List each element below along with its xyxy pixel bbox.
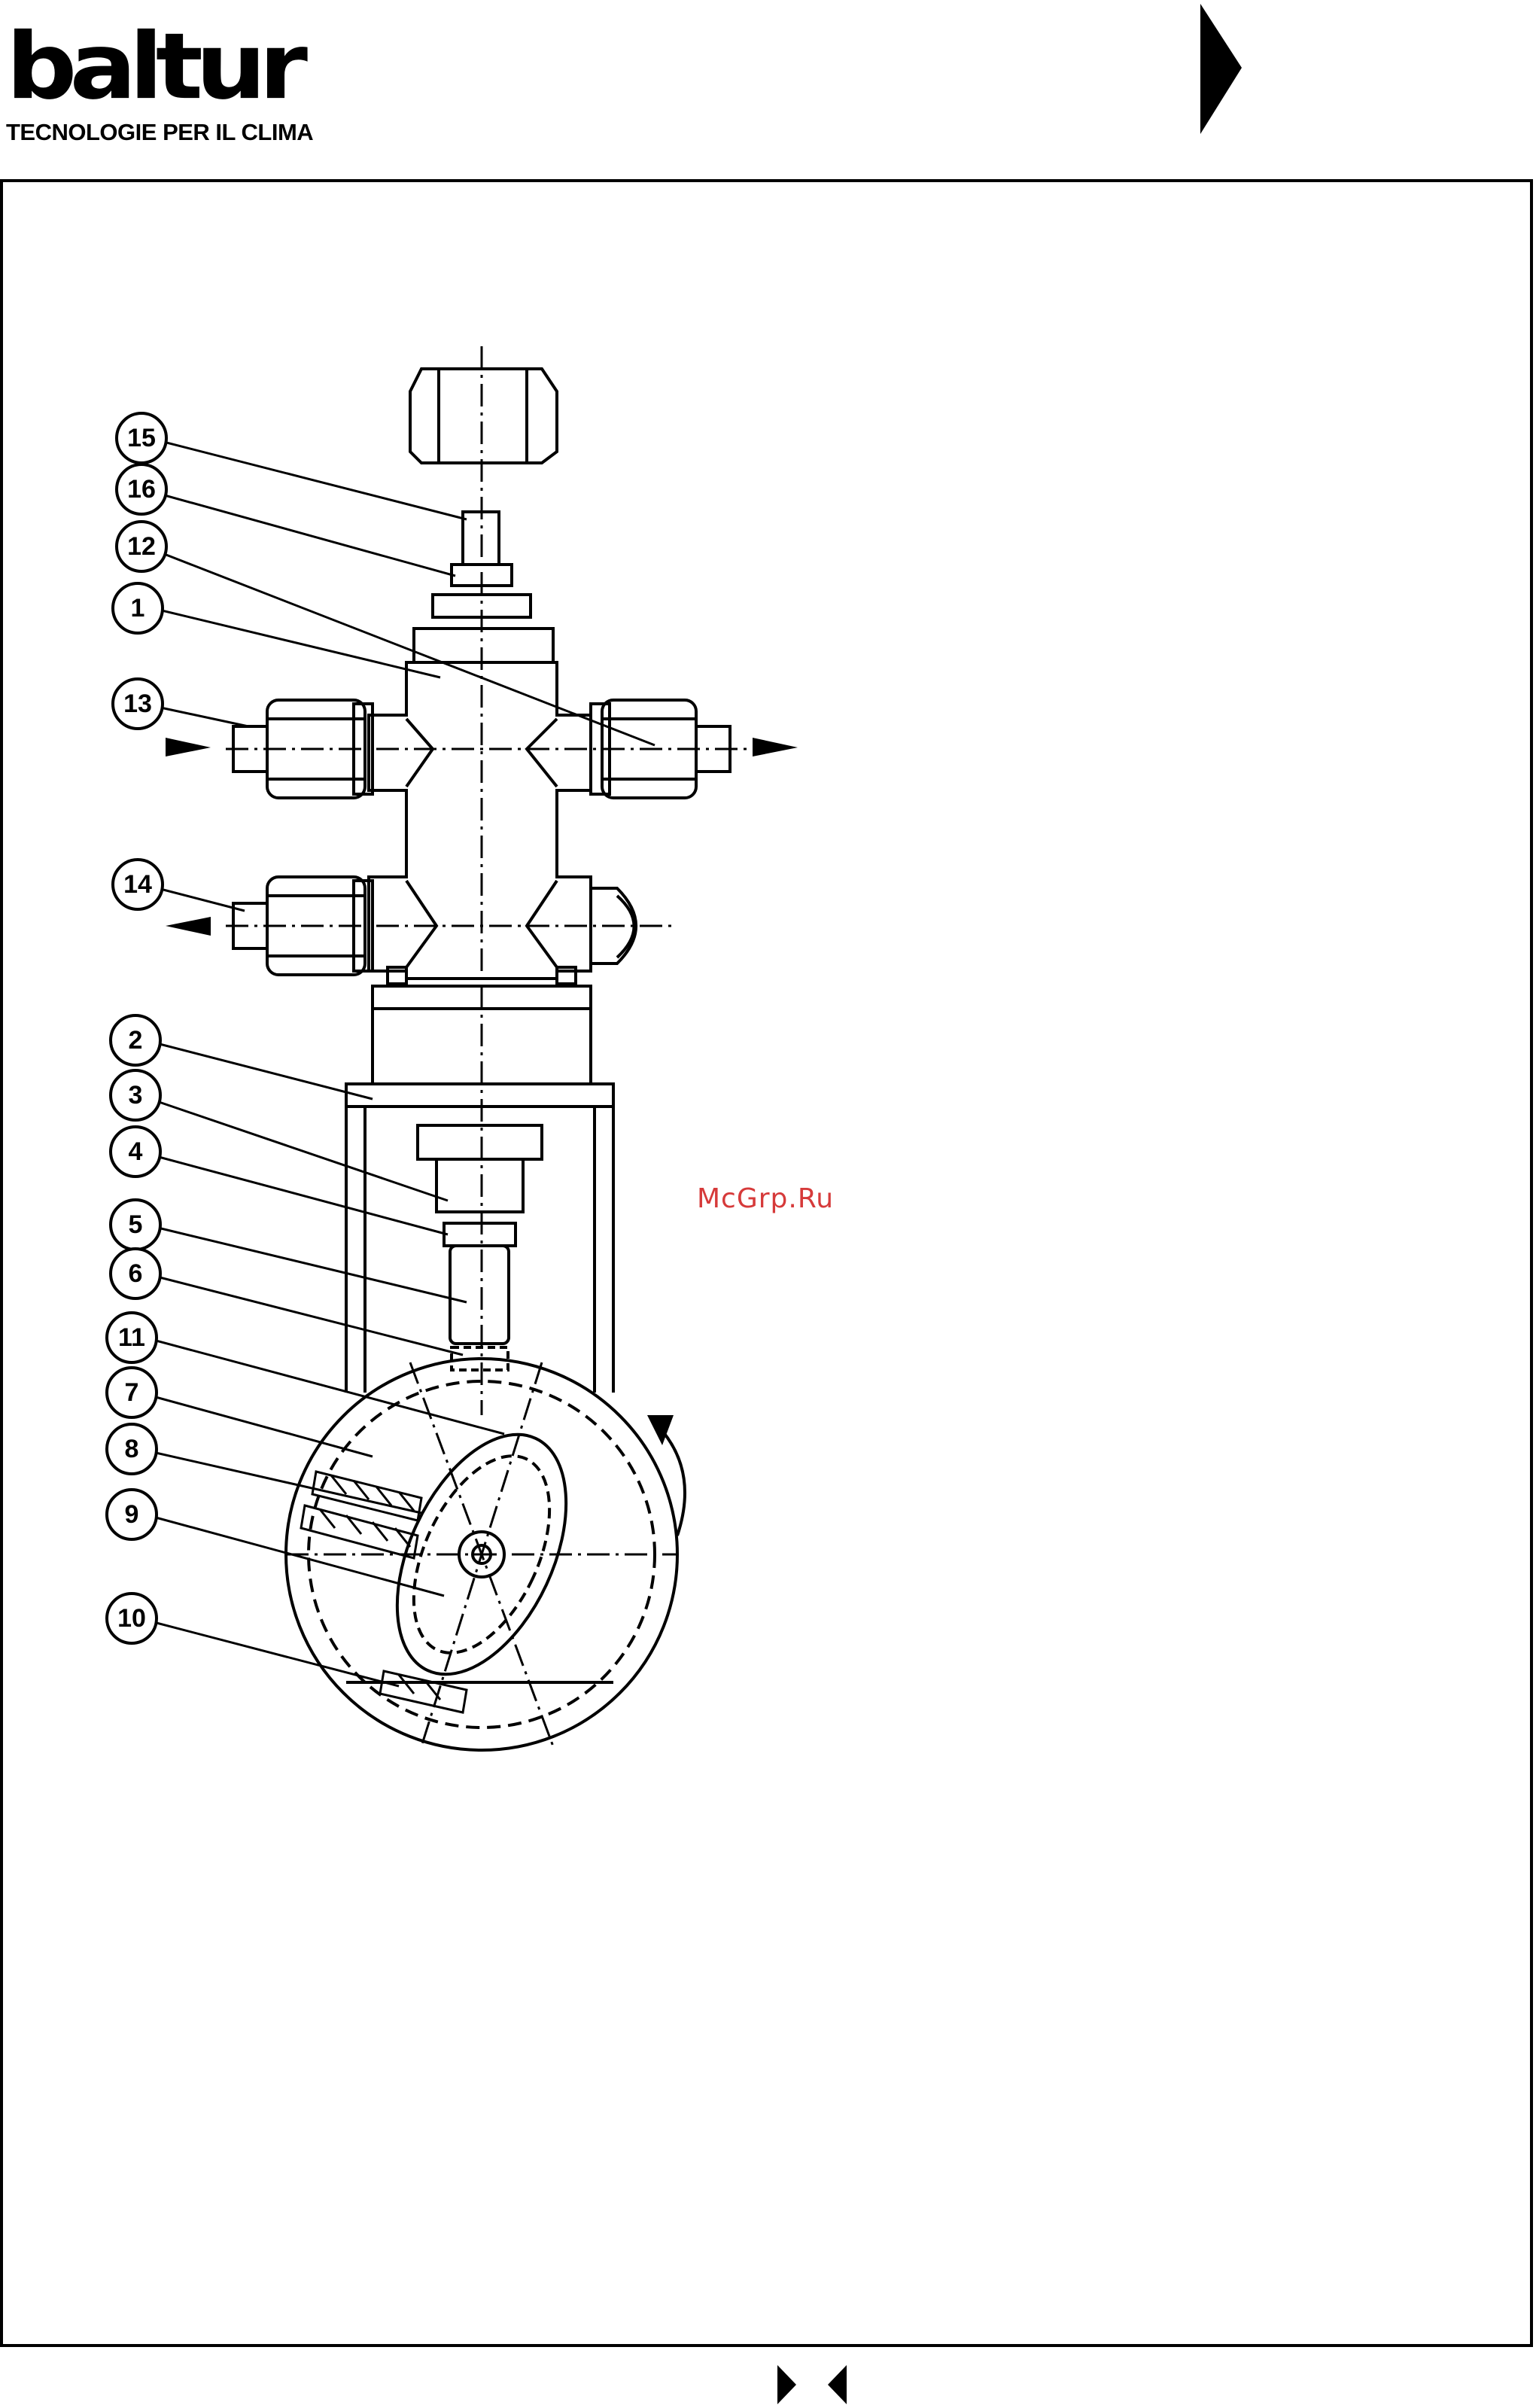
callout-10: 10 [117,1604,146,1633]
callout-16: 16 [127,475,156,504]
callout-14: 14 [123,870,152,899]
callout-15: 15 [127,424,156,452]
callout-7: 7 [125,1378,139,1407]
callout-3: 3 [129,1081,143,1110]
callout-5: 5 [129,1210,143,1239]
callout-8: 8 [125,1435,139,1463]
callout-6: 6 [129,1259,143,1288]
callout-9: 9 [125,1500,139,1529]
callout-4: 4 [129,1137,143,1166]
callout-11: 11 [118,1323,145,1352]
bowtie-triangles-icon [777,2365,847,2404]
callout-2: 2 [129,1026,143,1055]
leader-lines [139,437,655,1686]
pump-body [226,346,790,1750]
callout-1: 1 [131,594,145,623]
right-triangle-marker-icon [1200,4,1242,134]
callout-12: 12 [127,532,156,561]
callout-13: 13 [123,690,152,718]
